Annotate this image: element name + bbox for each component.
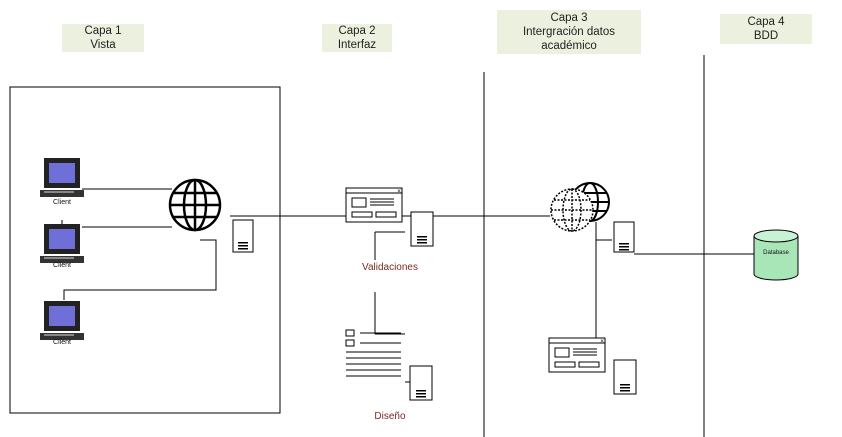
connections [61, 188, 754, 383]
globe-icon [168, 178, 222, 232]
layer-4-header: Capa 4 BDD [720, 14, 812, 44]
layer-1-header: Capa 1 Vista [62, 24, 144, 52]
layer-3-subtitle-2: académico [541, 40, 597, 52]
layer-3-header: Capa 3 Intergración datos académico [497, 10, 641, 54]
svg-text:×: × [397, 189, 401, 195]
layer-4-title: Capa 4 [747, 16, 785, 28]
web-window-icon-layer-3: × [548, 337, 606, 373]
layer-1-frame [9, 86, 281, 414]
web-window-icon: × [345, 187, 403, 223]
layer-2-header: Capa 2 Interfaz [322, 24, 392, 52]
layer-2-title: Capa 2 [338, 25, 376, 37]
client-computer-3 [40, 301, 84, 340]
server-icon-diseno [409, 365, 433, 401]
layer-4-subtitle: BDD [753, 30, 779, 42]
client-label-2: Client [53, 262, 71, 269]
layer-2-subtitle: Interfaz [337, 39, 377, 51]
globe-network-icon [550, 182, 610, 232]
layer-3-subtitle: Intergración datos [522, 26, 616, 38]
client-computer-1 [40, 158, 84, 197]
layer-1-subtitle: Vista [90, 39, 116, 51]
svg-text:×: × [600, 339, 604, 345]
database-icon [753, 229, 799, 281]
server-icon-layer-3-bottom [613, 359, 637, 395]
server-icon-validaciones [410, 211, 434, 247]
server-icon-layer-3 [613, 221, 635, 253]
database-label: Database [763, 250, 789, 256]
diseno-caption: Diseño [374, 411, 406, 422]
document-list-icon [345, 329, 401, 377]
client-label-1: Client [53, 199, 71, 206]
client-label-3: Client [53, 339, 71, 346]
layer-3-title: Capa 3 [550, 12, 588, 24]
layer-1-title: Capa 1 [84, 25, 122, 37]
client-computer-2 [40, 224, 84, 263]
validaciones-caption: Validaciones [362, 262, 418, 273]
server-icon [232, 219, 254, 253]
